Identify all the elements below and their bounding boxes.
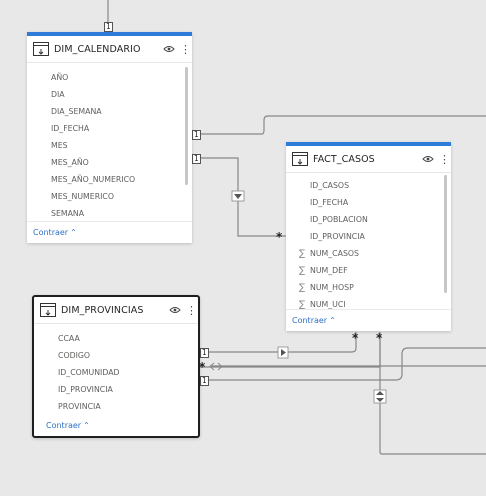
card-accent-bar — [286, 142, 451, 146]
field-item[interactable]: ID_PROVINCIA — [296, 228, 451, 245]
field-item[interactable]: ID_CASOS — [296, 177, 451, 194]
cardinality-one-prov-1: 1 — [200, 348, 209, 358]
cardinality-many-fact-bottom-2: * — [376, 331, 383, 345]
field-item[interactable]: MES_AÑO — [51, 158, 89, 167]
filter-arrow-right-icon — [277, 346, 289, 359]
field-item[interactable]: ID_FECHA — [296, 194, 451, 211]
card-header[interactable]: DIM_PROVINCIAS ⋮ — [34, 297, 198, 324]
field-item[interactable]: SEMANA — [51, 209, 85, 218]
field-item[interactable]: MES — [51, 141, 68, 150]
eye-icon[interactable] — [422, 155, 434, 163]
sigma-icon: ∑ — [298, 248, 306, 259]
cardinality-many-fact-left: * — [276, 230, 283, 244]
collapse-link[interactable]: Contraer⌃ — [40, 421, 90, 430]
field-item[interactable]: DIA_SEMANA — [51, 107, 102, 116]
field-item[interactable]: ID_FECHA — [51, 124, 90, 133]
card-header[interactable]: DIM_CALENDARIO ⋮ — [27, 36, 192, 63]
more-options-icon[interactable]: ⋮ — [439, 152, 450, 166]
cardinality-one-top: 1 — [104, 22, 113, 32]
more-options-icon[interactable]: ⋮ — [180, 42, 191, 56]
field-label: ID_PROVINCIA — [310, 232, 365, 241]
collapse-label: Contraer — [46, 421, 82, 430]
eye-icon[interactable] — [163, 45, 175, 53]
card-header[interactable]: FACT_CASOS ⋮ — [286, 146, 451, 173]
field-list[interactable]: CCAA CODIGO ID_COMUNIDAD ID_PROVINCIA PR… — [34, 324, 198, 420]
table-title: DIM_PROVINCIAS — [61, 304, 144, 316]
relationship-line-prov-right-1 — [200, 347, 486, 381]
eye-icon[interactable] — [169, 306, 181, 314]
field-item[interactable]: MES_AÑO_NUMERICO — [51, 175, 136, 184]
field-item[interactable]: ID_COMUNIDAD — [58, 368, 120, 377]
field-item[interactable]: MES_NUMERICO — [51, 192, 114, 201]
collapse-label: Contraer — [292, 316, 328, 325]
relationship-line-fact-down — [379, 332, 486, 455]
scrollbar[interactable] — [185, 67, 188, 185]
sigma-icon: ∑ — [298, 282, 306, 293]
field-label: NUM_DEF — [310, 266, 348, 275]
chevron-up-icon: ⌃ — [83, 421, 90, 430]
filter-arrow-both-icon — [373, 389, 387, 404]
field-item[interactable]: ∑ NUM_HOSP — [296, 279, 451, 296]
field-item[interactable]: AÑO — [51, 73, 69, 82]
field-item[interactable]: ∑ NUM_CASOS — [296, 245, 451, 262]
card-footer: Contraer⌃ — [34, 415, 198, 436]
table-title: DIM_CALENDARIO — [54, 43, 141, 55]
card-footer: Contraer⌃ — [27, 221, 192, 243]
field-item[interactable]: ∑ NUM_UCI — [296, 296, 451, 313]
field-item[interactable]: ∑ NUM_DEF — [296, 262, 451, 279]
collapse-link[interactable]: Contraer⌃ — [33, 228, 77, 237]
collapse-label: Contraer — [33, 228, 69, 237]
collapse-link[interactable]: Contraer⌃ — [292, 316, 336, 325]
field-list[interactable]: ID_CASOS ID_FECHA ID_POBLACION ID_PROVIN… — [286, 173, 451, 317]
field-label: NUM_UCI — [310, 300, 346, 309]
table-icon — [33, 42, 49, 56]
filter-arrow-down-icon — [231, 190, 245, 202]
table-icon — [40, 303, 56, 317]
card-accent-bar — [27, 32, 192, 36]
scrollbar[interactable] — [444, 175, 447, 293]
field-label: ID_FECHA — [310, 198, 349, 207]
field-item[interactable]: CODIGO — [58, 351, 91, 360]
relationship-line-calendar-right — [192, 115, 486, 135]
field-item[interactable]: CCAA — [58, 334, 80, 343]
field-item[interactable]: DIA — [51, 90, 65, 99]
table-icon — [292, 152, 308, 166]
cardinality-one-calendar-fact: 1 — [192, 154, 201, 164]
field-item[interactable]: ID_PROVINCIA — [58, 385, 113, 394]
chevron-up-icon: ⌃ — [329, 316, 336, 325]
more-options-icon[interactable]: ⋮ — [186, 303, 197, 317]
field-label: ID_POBLACION — [310, 215, 368, 224]
card-footer: Contraer⌃ — [286, 309, 451, 331]
field-item[interactable]: PROVINCIA — [58, 402, 101, 411]
cardinality-one-prov-2: 1 — [200, 376, 209, 386]
chevron-up-icon: ⌃ — [70, 228, 77, 237]
relationship-line-prov-fact-1 — [200, 332, 357, 353]
field-item[interactable]: ID_POBLACION — [296, 211, 451, 228]
table-card-dim-calendario[interactable]: DIM_CALENDARIO ⋮ AÑO DIA DIA_SEMANA ID_F… — [27, 32, 192, 243]
field-label: NUM_CASOS — [310, 249, 359, 258]
cardinality-many-fact-bottom-1: * — [352, 331, 359, 345]
filter-arrow-left-right-icon — [209, 362, 223, 371]
table-title: FACT_CASOS — [313, 153, 375, 165]
field-list[interactable]: AÑO DIA DIA_SEMANA ID_FECHA MES MES_AÑO … — [27, 63, 192, 229]
cardinality-many-prov: * — [199, 360, 206, 374]
field-label: NUM_HOSP — [310, 283, 354, 292]
table-card-fact-casos[interactable]: FACT_CASOS ⋮ ID_CASOS ID_FECHA ID_POBLAC… — [286, 142, 451, 331]
cardinality-one-calendar-right: 1 — [192, 130, 201, 140]
sigma-icon: ∑ — [298, 299, 306, 310]
sigma-icon: ∑ — [298, 265, 306, 276]
table-card-dim-provincias[interactable]: DIM_PROVINCIAS ⋮ CCAA CODIGO ID_COMUNIDA… — [32, 295, 200, 438]
field-label: ID_CASOS — [310, 181, 350, 190]
